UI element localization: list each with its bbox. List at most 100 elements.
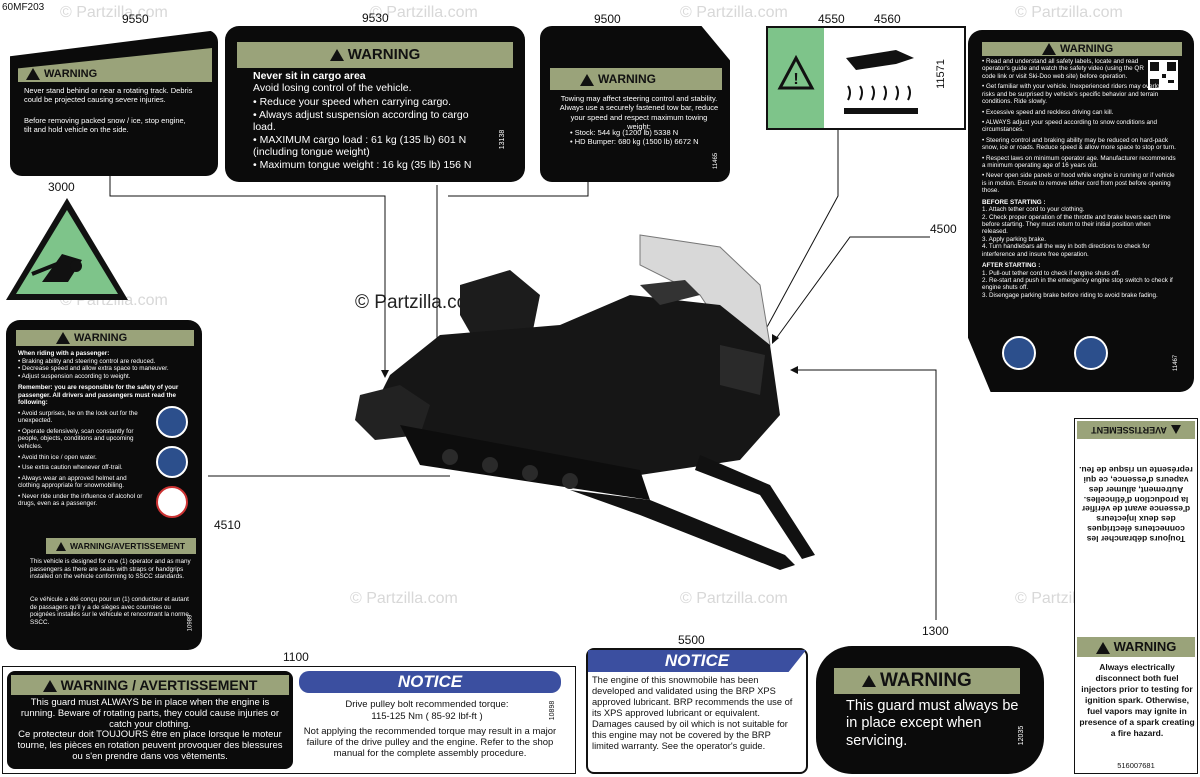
passenger-icon [156,406,188,438]
catalog-code: 60MF203 [2,2,45,13]
warning-triangle-icon [329,49,344,62]
callout-4560: 4560 [874,12,901,26]
label-1300: WARNING This guard must always be in pla… [816,646,1044,774]
label-2520: Toujours débrancher les connecteurs élec… [1074,418,1198,774]
warning-triangle-icon [1042,43,1056,56]
label-text: Towing may affect steering control and s… [559,94,719,132]
helmet-icon [1074,336,1108,370]
label-4560: 11571 [826,28,966,128]
label-9550: WARNING Never stand behind or near a rot… [10,30,218,176]
watermark: © Partzilla.com [680,590,788,607]
operators-guide-icon [1002,336,1036,370]
qr-code-icon [1148,60,1178,90]
label-line: Never sit in cargo area [253,70,366,82]
watermark: © Partzilla.com [370,4,478,21]
hot-surface-hand-icon [844,50,918,114]
label-code: 12035 [1018,725,1026,746]
label-1100: WARNING / AVERTISSEMENT This guard must … [2,666,576,774]
label-1100-warning: WARNING / AVERTISSEMENT This guard must … [7,671,293,769]
warning-heading-fr: AVERTISSEMENT [1077,421,1195,439]
callout-9530: 9530 [362,11,389,25]
warning-heading: WARNING [1077,637,1195,657]
label-text: This guard must always be in place excep… [846,698,1019,749]
bullet: • Maximum tongue weight : 16 kg (35 lb) … [253,158,472,171]
watermark: © Partzilla.com [350,590,458,607]
callout-5500: 5500 [678,633,705,647]
callout-4500: 4500 [930,222,957,236]
warning-triangle-icon [26,68,40,81]
warning-triangle-icon [1095,641,1110,654]
bullet: • Always adjust suspension according to … [253,108,469,134]
center-watermark: © Partzilla.com [355,292,484,313]
label-code: 11465 [713,152,720,170]
watermark: © Partzilla.com [60,4,168,21]
watermark: © Partzilla.com [1015,4,1123,21]
label-text: Never stand behind or near a rotating tr… [24,86,193,105]
callout-3000: 3000 [48,180,75,194]
notice-heading: NOTICE [588,650,806,672]
notice-text: The engine of this snowmobile has been d… [592,675,793,751]
callout-1100: 1100 [283,650,309,664]
label-code: 10989 [187,614,194,632]
callout-9500: 9500 [594,12,621,26]
callout-4510: 4510 [214,518,241,532]
label-text-fr: Toujours débrancher les connecteurs élec… [1079,464,1193,544]
label-text: Always electrically disconnect both fuel… [1079,662,1195,739]
label-text-fr: Ce véhicule a été conçu pour un (1) cond… [30,596,189,626]
callout-4550: 4550 [818,12,845,26]
watermark: © Partzilla.com [680,4,788,21]
label-bullets: • Reduce your speed when carrying cargo.… [253,96,488,172]
label-text-en: This vehicle is designed for one (1) ope… [30,558,191,581]
label-4510: WARNING When riding with a passenger: • … [6,320,202,650]
warning-triangle-icon [1170,424,1181,434]
warning-heading: WARNING [24,68,164,82]
notice-heading: NOTICE [299,671,561,693]
bullet: • Reduce your speed when carrying cargo. [253,96,452,108]
label-2520-fr: Toujours débrancher les connecteurs élec… [1075,419,1197,557]
callout-9550: 9550 [122,12,149,26]
warning-heading: WARNING / AVERTISSEMENT [11,675,289,695]
label-code: 11467 [1173,354,1180,372]
label-5500: NOTICE The engine of this snowmobile has… [586,648,808,774]
label-4550-4560: ! 11571 [766,26,966,130]
callout-1300: 1300 [922,624,949,638]
label-code: 11571 [934,59,947,89]
warning-heading: WARNING [982,42,1182,56]
label-text: Before removing packed snow / ice, stop … [24,116,186,135]
warning-heading: WARNING [550,68,722,90]
label-text-en: This guard must ALWAYS be in place when … [20,697,280,730]
warning-heading: WARNING [16,330,194,346]
label-9530: WARNING Never sit in cargo area Avoid lo… [225,26,525,182]
label-4550: ! [768,28,824,128]
label-line: Avoid losing control of the vehicle. [253,82,412,94]
label-text-fr: Ce protecteur doit TOUJOURS être en plac… [17,729,283,762]
svg-text:!: ! [793,71,798,88]
notice-text: Not applying the recommended torque may … [303,726,557,759]
label-bullets: • Stock: 544 kg (1200 lb) 5338 N • HD Bu… [570,128,699,147]
label-body: When riding with a passenger: • Braking … [18,350,179,508]
warning-triangle-icon [862,674,876,687]
warning-triangle-icon [42,680,57,693]
label-code: 516007681 [1117,761,1155,770]
label-3000-track-hazard [6,198,128,300]
no-alcohol-icon [156,486,188,518]
bullet: • MAXIMUM cargo load : 61 kg (135 lb) 60… [253,133,467,159]
label-9500: WARNING Towing may affect steering contr… [540,26,730,182]
warning-triangle-icon [56,542,66,552]
warning-heading: WARNING [237,42,513,68]
label-code: 10898 [549,700,557,721]
label-1100-notice: NOTICE Drive pulley bolt recommended tor… [299,671,571,769]
warning-heading-bilingual: WARNING/AVERTISSEMENT [46,538,196,554]
notice-line: 115-125 Nm ( 85-92 lbf-ft ) [371,711,483,722]
warning-triangle-icon: ! [777,54,815,90]
notice-line: Drive pulley bolt recommended torque: [345,699,509,710]
label-4500: WARNING • Read and understand all safety… [968,30,1194,392]
warning-triangle-icon [56,332,70,345]
label-code: 13138 [499,129,507,150]
snowmobile-illustration [355,234,815,570]
warning-heading: WARNING [834,668,1020,694]
warning-triangle-icon [580,73,594,86]
helmet-icon [156,446,188,478]
label-body: • Read and understand all safety labels,… [982,58,1176,299]
